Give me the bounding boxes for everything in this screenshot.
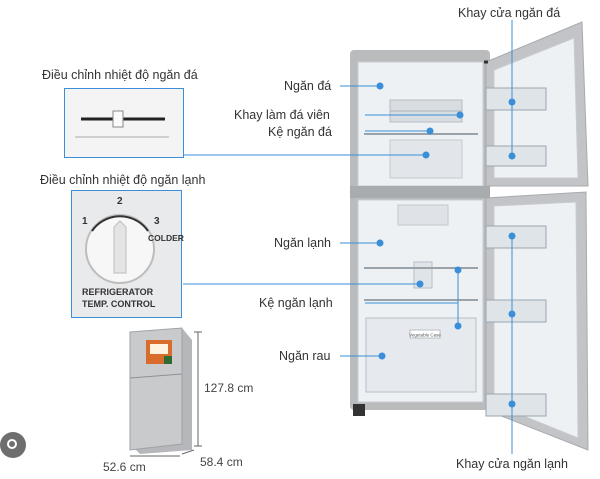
drawer-tag: Vegetable Case [409,333,441,338]
temperature-dial-icon [85,214,155,284]
label-fridge-temp-control: Điều chỉnh nhiệt độ ngăn lạnh [40,173,206,187]
dial-number-1: 1 [82,216,88,227]
fridge-thumbnail [129,327,202,457]
lens-search-icon[interactable] [0,432,26,458]
label-vegetable-drawer: Ngăn rau [279,349,331,363]
dimension-height: 127.8 cm [204,381,254,395]
label-freezer: Ngăn đá [284,79,332,93]
freezer-door-tray-1 [485,87,547,111]
dial-title-line1: REFRIGERATOR [82,287,154,297]
label-fridge: Ngăn lạnh [274,236,331,250]
dimension-depth: 58.4 cm [200,455,243,469]
dial-number-3: 3 [154,216,160,227]
dial-number-2: 2 [117,196,123,207]
label-ice-tray: Khay làm đá viên [234,108,330,122]
dial-colder-label: COLDER [148,233,184,243]
fridge-door-tray-1 [485,225,547,249]
dial-title-line2: TEMP. CONTROL [82,299,156,309]
divider [350,186,490,198]
dimension-width: 52.6 cm [103,460,146,474]
callout-lines [183,20,516,454]
label-freezer-door-tray: Khay cửa ngăn đá [458,6,561,20]
fridge-dial-box: 1 2 3 COLDER REFRIGERATOR TEMP. CONTROL [71,190,184,318]
fridge-door-tray-3 [485,393,547,417]
freezer-control-box [64,88,184,158]
label-fridge-shelf: Kệ ngăn lạnh [259,296,333,310]
label-fridge-door-tray: Khay cửa ngăn lạnh [456,457,568,471]
label-freezer-shelf: Kệ ngăn đá [268,125,332,139]
fridge-door-tray-2 [485,299,547,323]
freezer-door-tray-2 [485,145,547,167]
label-freezer-temp-control: Điều chỉnh nhiệt độ ngăn đá [42,68,198,82]
